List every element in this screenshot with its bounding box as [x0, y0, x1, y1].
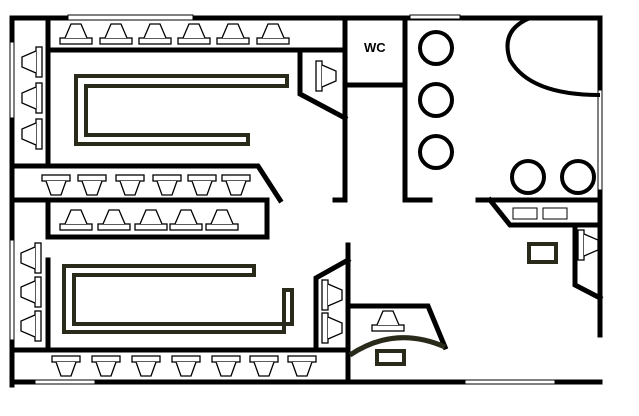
window-bottom [464, 379, 556, 385]
chair [315, 60, 337, 92]
chair [216, 23, 250, 45]
chair [21, 118, 43, 150]
chair [187, 174, 217, 196]
chair [131, 355, 161, 377]
window-left-upper [9, 41, 15, 119]
chair [171, 355, 201, 377]
window-left-lower [9, 239, 15, 341]
chair [21, 82, 43, 114]
chair [97, 209, 131, 231]
chair [20, 276, 42, 308]
windows [9, 14, 603, 385]
chair [169, 209, 203, 231]
chair [287, 355, 317, 377]
chair [115, 174, 145, 196]
chair [321, 279, 343, 311]
interior-walls [9, 15, 604, 385]
chair [134, 209, 168, 231]
chair [205, 209, 239, 231]
chair [177, 23, 211, 45]
cabinet [542, 207, 568, 220]
chair [371, 310, 405, 332]
chair [41, 174, 71, 196]
u-table-lower [62, 264, 294, 334]
window-right [597, 89, 603, 191]
chair [221, 174, 251, 196]
wc-fixtures [418, 16, 601, 195]
round-stool [418, 82, 454, 118]
chair [59, 209, 93, 231]
cabinet [512, 207, 538, 220]
chair [21, 46, 43, 78]
round-stool [418, 30, 454, 66]
chair [152, 174, 182, 196]
chair [20, 242, 42, 274]
chair [59, 23, 93, 45]
round-stool [510, 159, 546, 195]
chair [256, 23, 290, 45]
window-top [67, 14, 194, 21]
round-stool [418, 134, 454, 170]
chair [20, 310, 42, 342]
teacher-desk [527, 242, 558, 264]
chair [249, 355, 279, 377]
round-table [505, 16, 601, 97]
chair [321, 312, 343, 344]
round-stool [560, 159, 596, 195]
chair [577, 229, 599, 261]
chair [91, 355, 121, 377]
window-top-right [409, 14, 461, 20]
chair [211, 355, 241, 377]
window-bottom-left [34, 379, 96, 385]
chair [77, 174, 107, 196]
chair [99, 23, 133, 45]
chair [138, 23, 172, 45]
side-desk [375, 349, 406, 366]
chair [51, 355, 81, 377]
wc-label: WC [364, 40, 386, 55]
u-table-upper [74, 74, 289, 146]
tables [62, 74, 568, 366]
